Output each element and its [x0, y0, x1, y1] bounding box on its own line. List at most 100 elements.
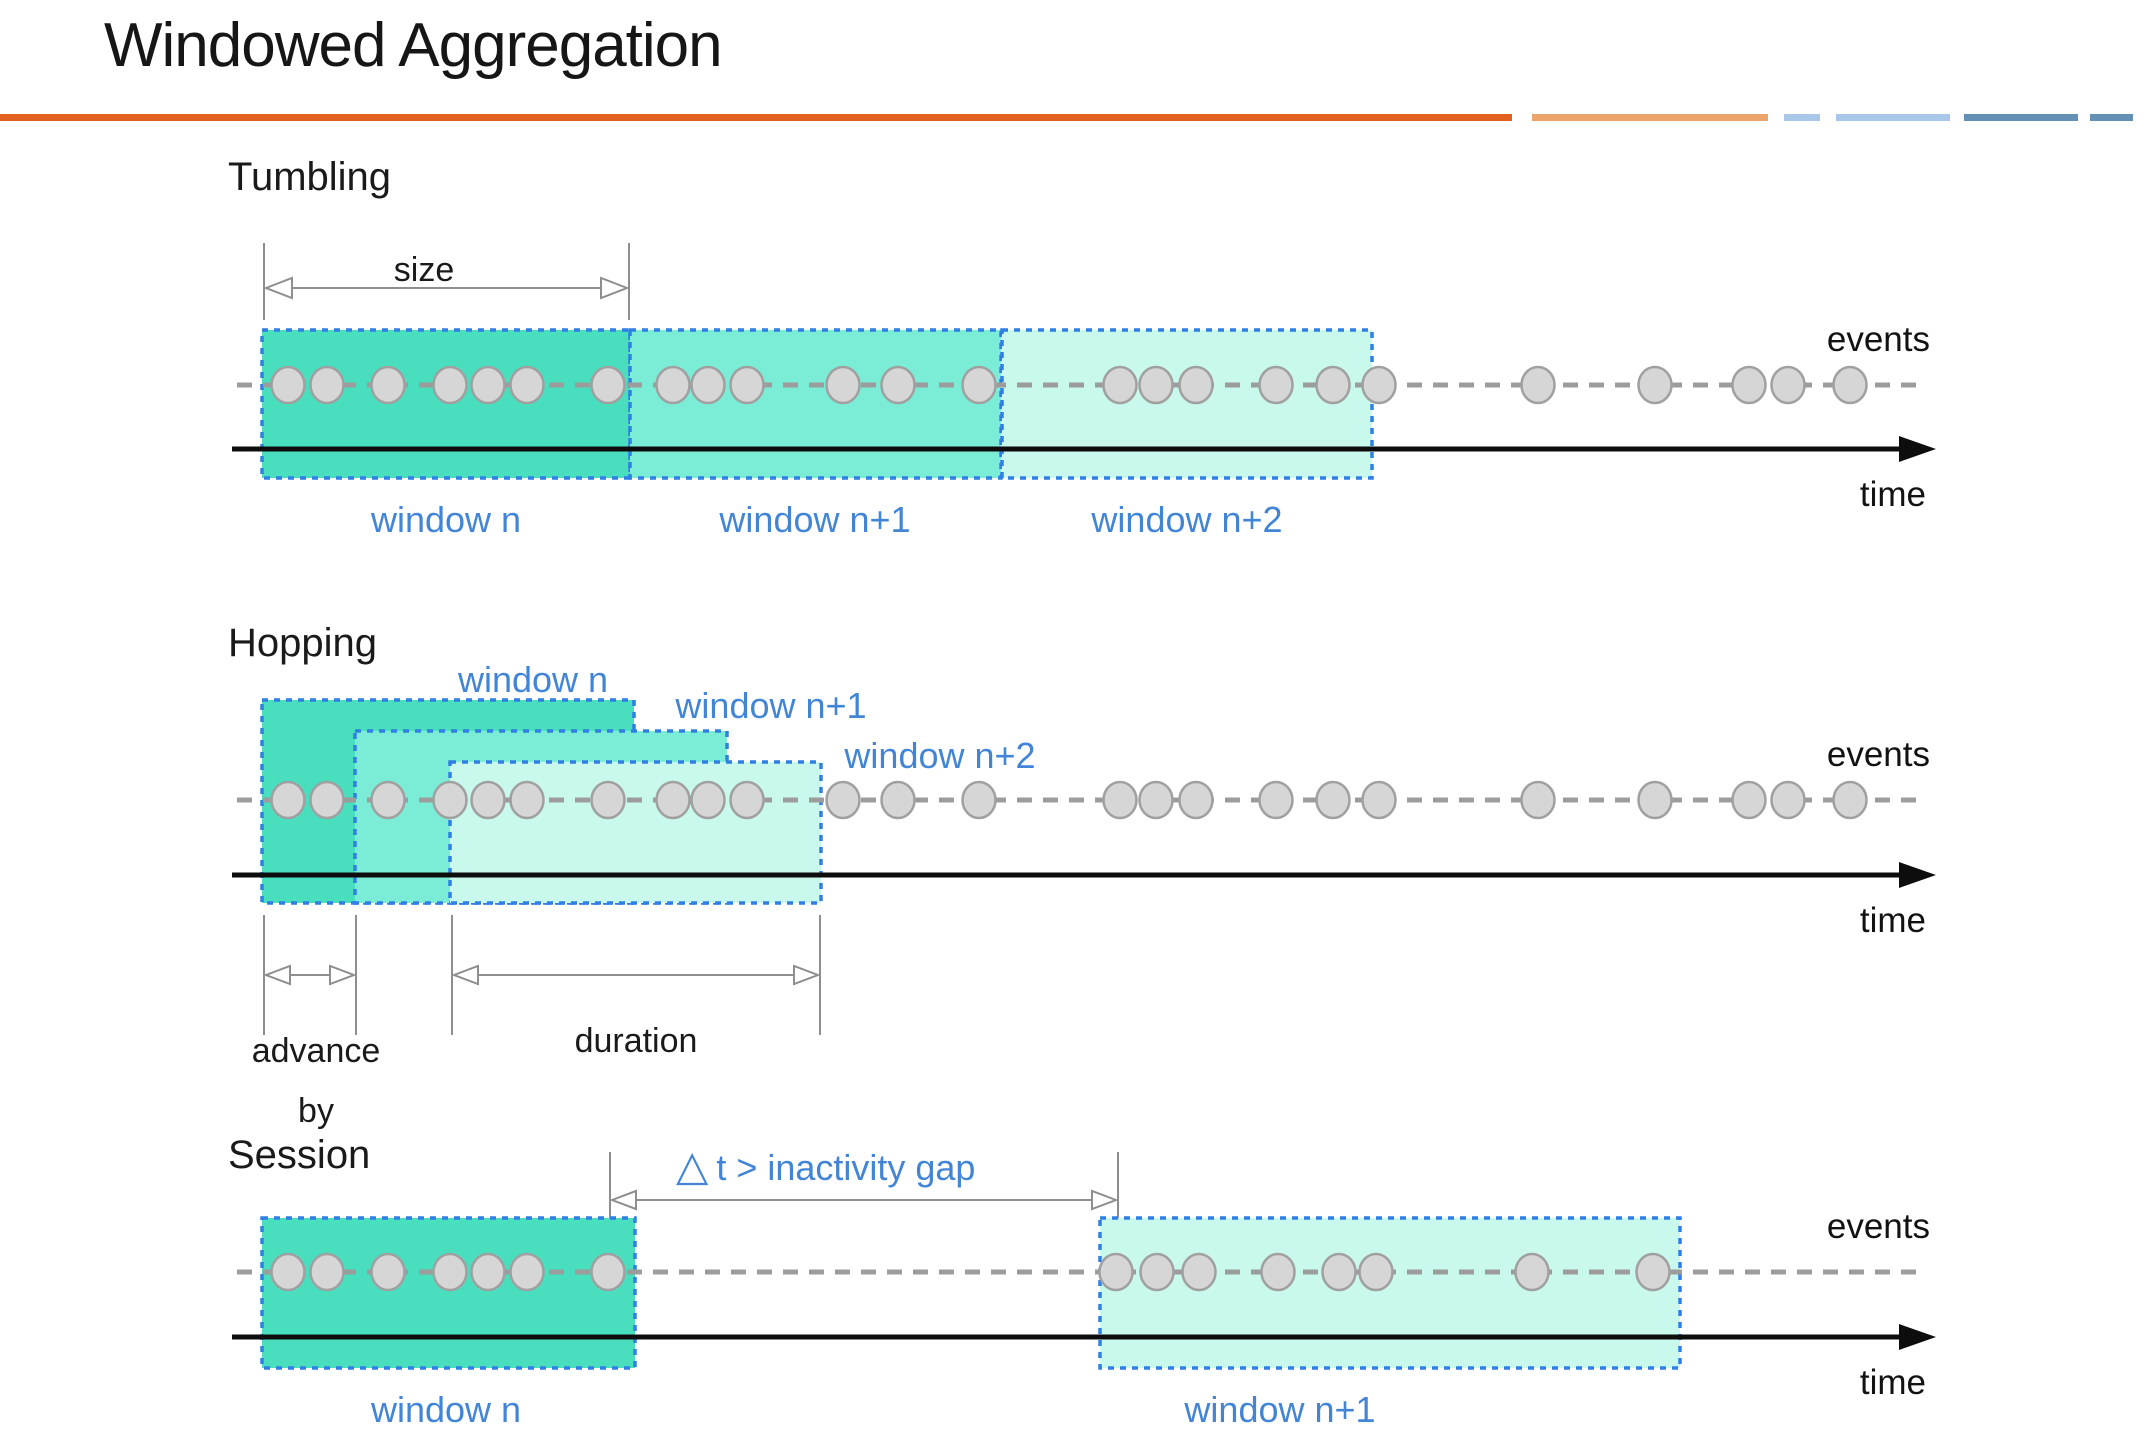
event-dot [1637, 780, 1673, 820]
page-title: Windowed Aggregation [104, 11, 723, 80]
tumbling-window-n1-rect [628, 328, 1003, 480]
size-arrowhead-right [600, 276, 630, 300]
event-dot [509, 1252, 545, 1292]
event-dot [590, 1252, 626, 1292]
event-dot [1178, 780, 1214, 820]
event-dot [690, 780, 726, 820]
event-dot [309, 1252, 345, 1292]
tumbling-title: Tumbling [228, 155, 391, 199]
event-dot [1138, 365, 1174, 405]
event-dot [1260, 1252, 1296, 1292]
event-dot [370, 1252, 406, 1292]
duration-dimension: duration [451, 915, 821, 1060]
tumbling-window-n2-rect [1000, 328, 1374, 480]
event-dot [432, 1252, 468, 1292]
duration-arrowhead-right [793, 964, 821, 986]
session-window-n1-rect [1098, 1216, 1682, 1370]
event-dot [1520, 365, 1556, 405]
delta-symbol: △ [676, 1142, 709, 1189]
event-dot [1731, 365, 1767, 405]
event-dot [1098, 1252, 1134, 1292]
event-dot [1361, 780, 1397, 820]
event-dot [270, 780, 306, 820]
tumbling-window-n-label: window n [370, 499, 521, 540]
inactivity-gap-dimension: △t > inactivity gap [609, 1142, 1119, 1252]
size-dimension: size [263, 243, 630, 320]
title-rule-segment [2090, 114, 2133, 121]
title-rule-segment [1964, 114, 2078, 121]
event-dot [270, 365, 306, 405]
hopping-window-n2-rect [448, 760, 823, 905]
event-dot [1315, 365, 1351, 405]
hopping-time-arrowhead [1899, 862, 1936, 888]
event-dot [961, 780, 997, 820]
event-dot [1178, 365, 1214, 405]
event-dot [470, 780, 506, 820]
title-rule [0, 114, 2148, 122]
session-time-arrowhead [1899, 1324, 1936, 1350]
tumbling-window-n1-label: window n+1 [718, 499, 910, 540]
event-dot [1102, 365, 1138, 405]
event-dot [370, 365, 406, 405]
title-rule-segment [1532, 114, 1768, 121]
event-dot [1102, 780, 1138, 820]
session-section: Session △t > inactivity gap events time [228, 1133, 1936, 1430]
event-dot [825, 780, 861, 820]
event-dot [1637, 365, 1673, 405]
tumbling-event-dots [270, 365, 1868, 405]
event-dot [1321, 1252, 1357, 1292]
inactivity-gap-label: △t > inactivity gap [676, 1142, 975, 1189]
tumbling-section: Tumbling size events time [228, 155, 1936, 540]
event-dot [825, 365, 861, 405]
event-dot [432, 780, 468, 820]
duration-label: duration [575, 1022, 698, 1060]
title-rule-segment [1836, 114, 1950, 121]
duration-arrowhead-left [451, 964, 479, 986]
advance-arrowhead-right [329, 964, 357, 986]
size-arrowhead-left [263, 276, 293, 300]
event-dot [509, 780, 545, 820]
advance-arrowhead-left [263, 964, 291, 986]
size-label: size [394, 251, 454, 289]
event-dot [1361, 365, 1397, 405]
event-dot [655, 780, 691, 820]
event-dot [1258, 365, 1294, 405]
event-dot [1139, 1252, 1175, 1292]
event-dot [1315, 780, 1351, 820]
tumbling-window-n-rect [260, 328, 632, 480]
event-dot [1770, 365, 1806, 405]
event-dot [590, 780, 626, 820]
hopping-events-label: events [1827, 735, 1930, 774]
event-dot [729, 780, 765, 820]
event-dot [1258, 780, 1294, 820]
event-dot [1770, 780, 1806, 820]
event-dot [1635, 1252, 1671, 1292]
event-dot [509, 365, 545, 405]
hopping-title: Hopping [228, 621, 377, 665]
event-dot [1181, 1252, 1217, 1292]
event-dot [1731, 780, 1767, 820]
session-event-dots-window-n1 [1098, 1252, 1671, 1292]
gap-arrowhead-left [609, 1189, 637, 1211]
session-event-dots-window-n [270, 1252, 626, 1292]
session-events-label: events [1827, 1207, 1930, 1246]
title-rule-segment [1784, 114, 1820, 121]
event-dot [1514, 1252, 1550, 1292]
tumbling-window-n2-label: window n+2 [1090, 499, 1282, 540]
event-dot [309, 780, 345, 820]
event-dot [590, 365, 626, 405]
advance-label-by: by [298, 1092, 334, 1130]
session-window-n-label: window n [370, 1389, 521, 1430]
event-dot [432, 365, 468, 405]
event-dot [690, 365, 726, 405]
session-title: Session [228, 1133, 370, 1177]
hopping-event-dots [270, 780, 1868, 820]
event-dot [1520, 780, 1556, 820]
session-time-label: time [1860, 1363, 1926, 1402]
title-rule-segment [0, 114, 1512, 121]
event-dot [961, 365, 997, 405]
event-dot [470, 365, 506, 405]
hopping-window-n2-label: window n+2 [843, 735, 1035, 776]
